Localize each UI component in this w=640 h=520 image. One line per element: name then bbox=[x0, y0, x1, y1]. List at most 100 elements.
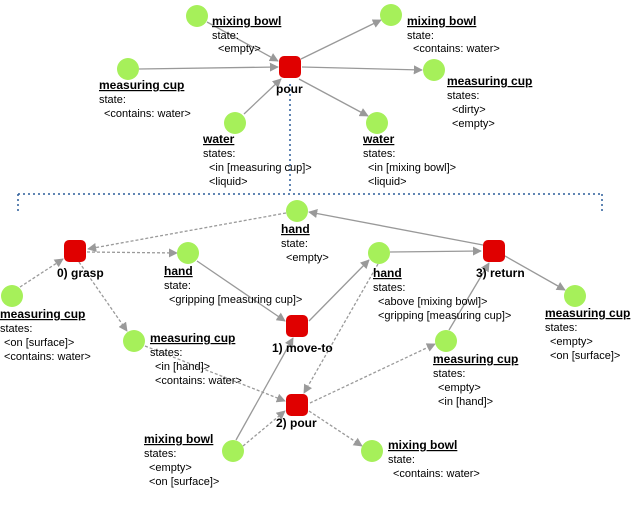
object-node bbox=[564, 285, 586, 307]
object-state-line: states: bbox=[433, 368, 465, 380]
object-node bbox=[1, 285, 23, 307]
object-state-line: <empty> bbox=[286, 252, 329, 264]
object-state-line: states: bbox=[0, 323, 32, 335]
top-obj-bowl-out: mixing bowl state: <contains: water> bbox=[380, 4, 500, 55]
object-state-line: <contains: water> bbox=[393, 468, 480, 480]
object-node bbox=[380, 4, 402, 26]
object-state-line: <liquid> bbox=[368, 176, 407, 188]
top-obj-water-out: water states: <in [mixing bowl]> <liquid… bbox=[362, 112, 456, 188]
object-state-line: <in [hand]> bbox=[438, 396, 493, 408]
bottom-obj-hand-gripping: hand state: <gripping [measuring cup]> bbox=[164, 242, 302, 306]
edge-return-to-hand-empty bbox=[308, 209, 484, 246]
object-state-line: <contains: water> bbox=[155, 375, 242, 387]
action-label-pour: 2) pour bbox=[276, 416, 317, 430]
edge-bowl-empty-to-pour bbox=[242, 410, 286, 447]
action-label-grasp: 0) grasp bbox=[57, 266, 104, 280]
object-node bbox=[224, 112, 246, 134]
object-node bbox=[117, 58, 139, 80]
object-state-line: <on [surface]> bbox=[149, 476, 219, 488]
object-state-line: <in [mixing bowl]> bbox=[368, 162, 456, 174]
object-title: measuring cup bbox=[545, 306, 630, 320]
object-title: mixing bowl bbox=[212, 14, 281, 28]
bottom-action-grasp: 0) grasp bbox=[57, 240, 104, 280]
action-node-return bbox=[483, 240, 505, 262]
bottom-obj-hand-empty: hand state: <empty> bbox=[281, 200, 329, 264]
object-state-line: <dirty> bbox=[452, 104, 486, 116]
edge-return-to-cup-empty-surface bbox=[504, 255, 566, 291]
edge-cup-empty-in-hand-to-return bbox=[448, 262, 490, 331]
object-state-line: state: bbox=[281, 238, 308, 250]
edge-hand-empty-to-grasp bbox=[87, 212, 287, 253]
object-title: measuring cup bbox=[433, 352, 518, 366]
object-node bbox=[368, 242, 390, 264]
bottom-action-return: 3) return bbox=[476, 240, 525, 280]
object-state-line: states: bbox=[144, 448, 176, 460]
edge-pour-to-cup-empty-in-hand bbox=[309, 343, 436, 404]
top-obj-water-in: water states: <in [measuring cup]> <liqu… bbox=[202, 112, 312, 188]
object-node bbox=[435, 330, 457, 352]
edge-cup-surface-to-grasp bbox=[19, 258, 64, 288]
object-state-line: <in [measuring cup]> bbox=[209, 162, 312, 174]
action-node-pour bbox=[286, 394, 308, 416]
object-title: mixing bowl bbox=[144, 432, 213, 446]
object-node bbox=[366, 112, 388, 134]
object-title: water bbox=[362, 132, 395, 146]
bottom-obj-cup-empty-surface: measuring cup states: <empty> <on [surfa… bbox=[545, 285, 630, 362]
object-node bbox=[186, 5, 208, 27]
object-title: measuring cup bbox=[150, 331, 235, 345]
object-title: water bbox=[202, 132, 235, 146]
edge-pour-to-bowl-out bbox=[300, 19, 382, 60]
edge-grasp-to-hand-gripping bbox=[86, 248, 178, 258]
object-state-line: states: bbox=[150, 347, 182, 359]
object-state-line: states: bbox=[203, 148, 235, 160]
object-state-line: <empty> bbox=[452, 118, 495, 130]
object-node bbox=[177, 242, 199, 264]
object-title: hand bbox=[281, 222, 310, 236]
object-state-line: states: bbox=[363, 148, 395, 160]
top-obj-cup-in: measuring cup state: <contains: water> bbox=[99, 58, 191, 120]
object-state-line: state: bbox=[212, 30, 239, 42]
edge-pour-to-bowl-water bbox=[308, 410, 363, 447]
top-obj-bowl-in: mixing bowl state: <empty> bbox=[186, 5, 281, 55]
edge-bowl-in-to-pour bbox=[206, 21, 279, 62]
object-state-line: <contains: water> bbox=[413, 43, 500, 55]
action-label-return: 3) return bbox=[476, 266, 525, 280]
edge-bowl-empty-to-move-to bbox=[235, 337, 294, 441]
object-node bbox=[286, 200, 308, 222]
object-state-line: states: bbox=[545, 322, 577, 334]
action-node-move-to bbox=[286, 315, 308, 337]
edge-cup-in-hand-to-pour bbox=[144, 345, 286, 403]
object-state-line: state: bbox=[388, 454, 415, 466]
object-title: mixing bowl bbox=[407, 14, 476, 28]
bottom-obj-hand-above: hand states: <above [mixing bowl]> <grip… bbox=[368, 242, 511, 322]
bottom-obj-cup-empty-in-hand: measuring cup states: <empty> <in [hand]… bbox=[433, 330, 518, 408]
object-state-line: <empty> bbox=[550, 336, 593, 348]
object-state-line: <above [mixing bowl]> bbox=[378, 296, 487, 308]
object-state-line: <gripping [measuring cup]> bbox=[169, 294, 302, 306]
object-state-line: <contains: water> bbox=[104, 108, 191, 120]
object-node bbox=[423, 59, 445, 81]
bottom-obj-bowl-water: mixing bowl state: <contains: water> bbox=[361, 438, 480, 480]
object-state-line: <empty> bbox=[438, 382, 481, 394]
object-state-line: <liquid> bbox=[209, 176, 248, 188]
action-label-top-pour: pour bbox=[276, 82, 303, 96]
object-state-line: <empty> bbox=[218, 43, 261, 55]
object-title: measuring cup bbox=[447, 74, 532, 88]
action-node-grasp bbox=[64, 240, 86, 262]
object-state-line: <on [surface]> bbox=[550, 350, 620, 362]
object-state-line: state: bbox=[164, 280, 191, 292]
edge-pour-to-water-out bbox=[298, 78, 369, 117]
bottom-obj-cup-in-hand: measuring cup states: <in [hand]> <conta… bbox=[123, 330, 242, 387]
action-node-top-pour bbox=[279, 56, 301, 78]
object-title: mixing bowl bbox=[388, 438, 457, 452]
object-state-line: state: bbox=[407, 30, 434, 42]
object-title: measuring cup bbox=[0, 307, 85, 321]
edge-pour-to-cup-out bbox=[301, 65, 423, 75]
top-pour-action: pour bbox=[276, 56, 303, 96]
bottom-action-move-to: 1) move-to bbox=[272, 315, 333, 355]
object-node bbox=[222, 440, 244, 462]
object-node bbox=[361, 440, 383, 462]
edges-layer bbox=[19, 19, 566, 447]
object-state-line: <contains: water> bbox=[4, 351, 91, 363]
